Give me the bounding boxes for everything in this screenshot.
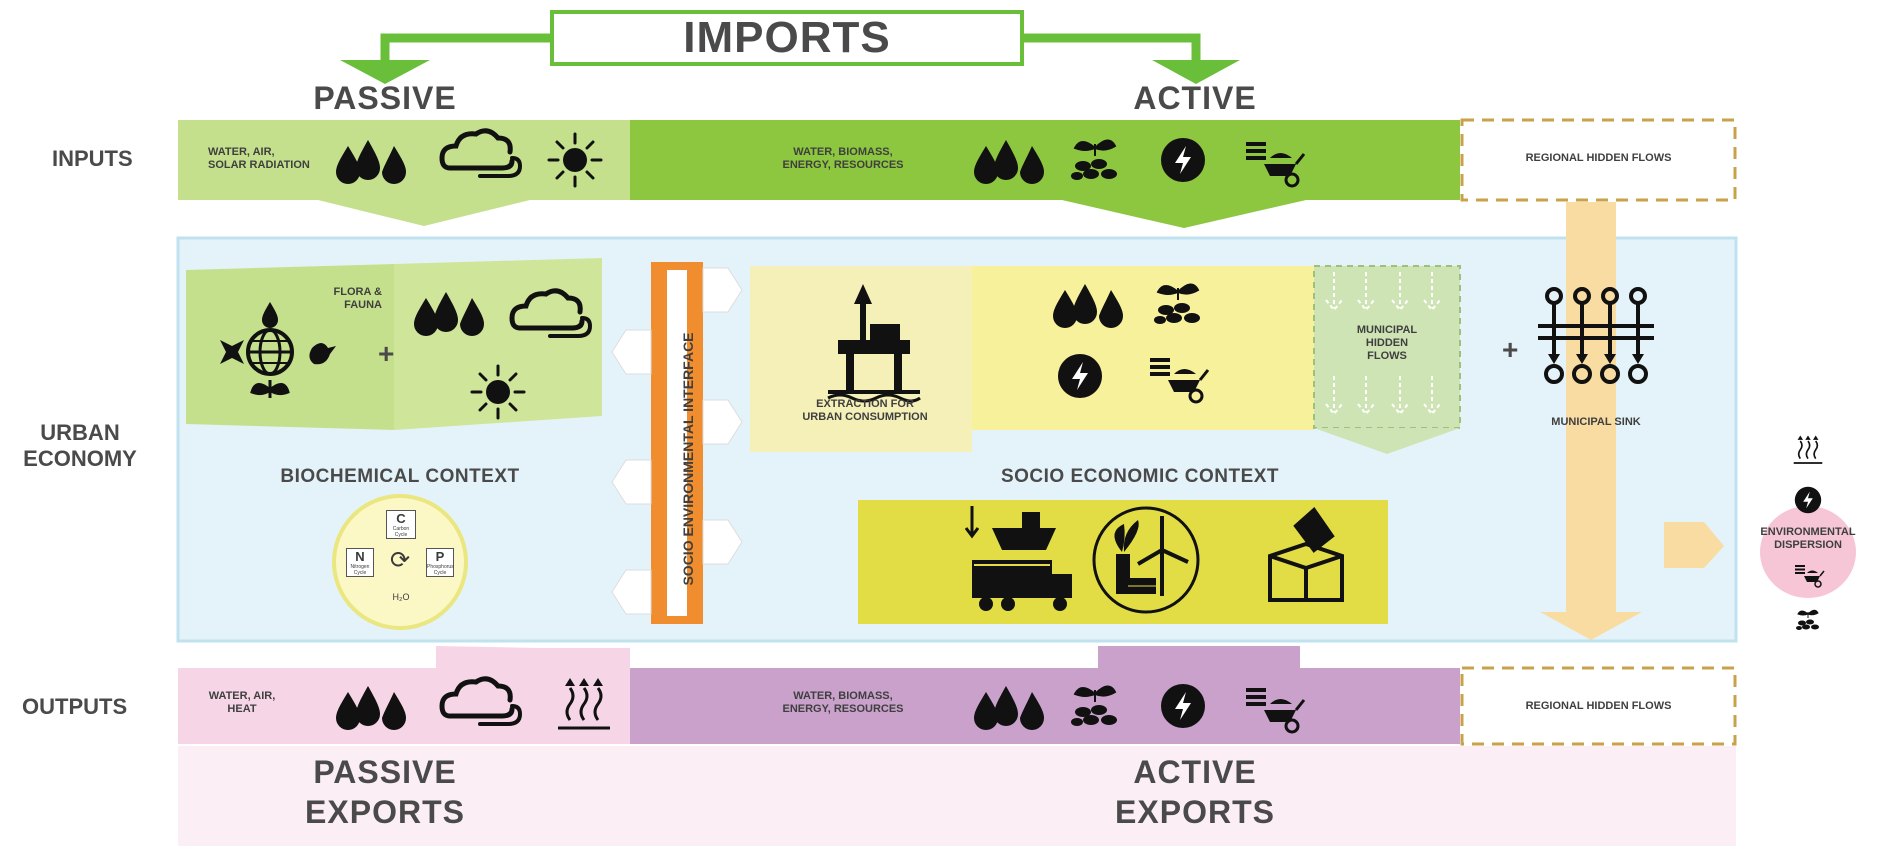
inputs-active-band — [630, 120, 1460, 200]
inputs-regional-label: REGIONAL HIDDEN FLOWS — [1525, 152, 1672, 164]
cycle-arrows-icon: ⟳ — [389, 547, 411, 574]
passive-label: PASSIVE — [313, 80, 457, 116]
municipal-sink-label: MUNICIPAL SINK — [1551, 416, 1641, 428]
biochemical-context-title: BIOCHEMICAL CONTEXT — [280, 466, 520, 487]
socio-economic-context-title: SOCIO ECONOMIC CONTEXT — [1000, 466, 1280, 487]
row-label-inputs: INPUTS — [52, 146, 133, 171]
outputs-active-band — [630, 668, 1460, 744]
water-cycle-tile: H₂O — [392, 592, 410, 602]
plus-sign-2: + — [1502, 334, 1519, 365]
outputs-regional-box — [1460, 666, 1737, 746]
row-label-outputs: OUTPUTS — [22, 694, 128, 719]
flora-fauna-label: FLORA &FAUNA — [333, 286, 382, 311]
socio-environmental-interface-label: SOCIO ENVIRONMENTAL INTERFACE — [680, 332, 696, 586]
outputs-active-text: WATER, BIOMASS,ENERGY, RESOURCES — [782, 690, 904, 715]
outputs-regional-label: REGIONAL HIDDEN FLOWS — [1525, 700, 1672, 712]
inputs-regional-box — [1460, 118, 1737, 202]
plus-sign-1: + — [378, 338, 395, 369]
inputs-passive-text: WATER, AIR,SOLAR RADIATION — [208, 146, 310, 171]
inputs-active-text: WATER, BIOMASS,ENERGY, RESOURCES — [782, 146, 904, 171]
imports-title: IMPORTS — [683, 13, 891, 62]
outputs-passive-text: WATER, AIR,HEAT — [208, 690, 276, 715]
interface-column — [611, 262, 743, 624]
outputs-passive-band — [178, 668, 630, 744]
active-label: ACTIVE — [1133, 80, 1257, 116]
